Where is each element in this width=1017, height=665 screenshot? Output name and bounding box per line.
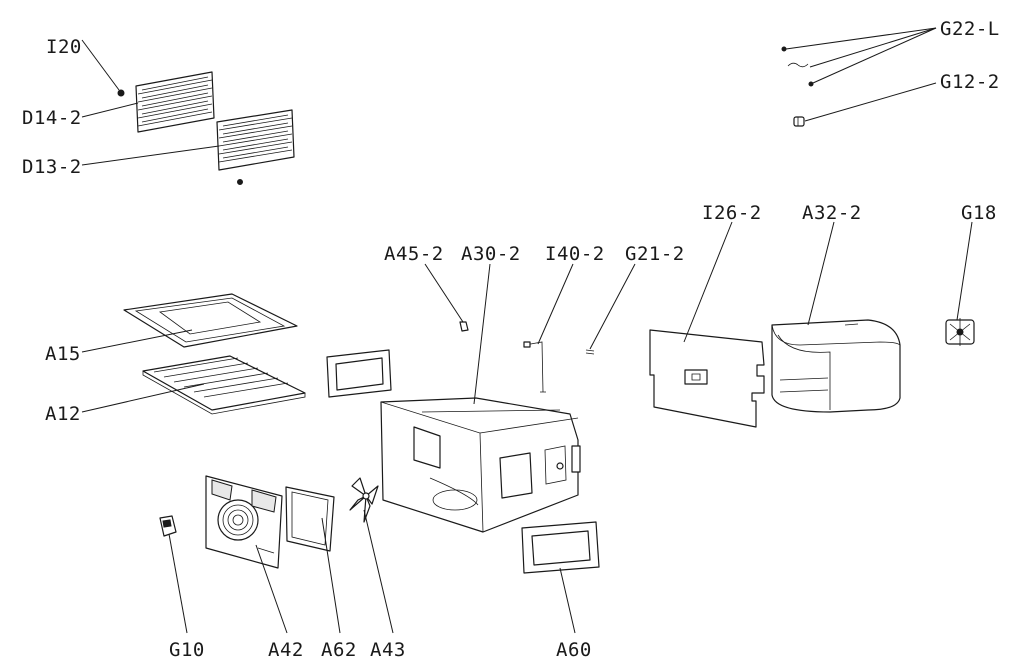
label-a12: A12: [45, 403, 81, 425]
part-g22-l-wires: [781, 46, 814, 87]
label-a45-2: A45-2: [384, 243, 444, 265]
label-g22-l: G22-L: [940, 18, 1000, 40]
part-window-frame-upper: [326, 349, 392, 398]
label-g10: G10: [169, 639, 205, 661]
part-i40-2-rod: [523, 341, 546, 393]
label-a42: A42: [268, 639, 304, 661]
label-g12-2: G12-2: [940, 71, 1000, 93]
part-a12-rack: [142, 355, 306, 415]
part-d13-2-shelf-runner: [216, 109, 295, 185]
label-g18: G18: [961, 202, 997, 224]
part-i26-2-insulation: [649, 329, 765, 428]
label-g21-2: G21-2: [625, 243, 685, 265]
label-a30-2: A30-2: [461, 243, 521, 265]
part-g18-motor: [945, 318, 975, 346]
part-a30-2-cavity: [380, 397, 581, 533]
label-d14-2: D14-2: [22, 107, 82, 129]
label-d13-2: D13-2: [22, 156, 82, 178]
part-g21-2-clip: [585, 349, 595, 355]
part-a15-tray: [123, 293, 298, 348]
label-a60: A60: [556, 639, 592, 661]
label-a15: A15: [45, 343, 81, 365]
part-g10-block: [159, 515, 177, 537]
part-a43-fan: [349, 477, 379, 523]
label-a62: A62: [321, 639, 357, 661]
part-i20-screw: [117, 89, 125, 97]
part-d14-2-shelf-runner: [135, 71, 215, 133]
part-g12-2-connector: [793, 116, 805, 127]
part-a62-fan-frame: [285, 486, 335, 552]
label-i20: I20: [46, 36, 82, 58]
leader-lines: [81, 27, 973, 634]
label-a32-2: A32-2: [802, 202, 862, 224]
callout-labels: I20 D14-2 D13-2 G22-L G12-2 I26-2 A32-2 …: [22, 18, 1000, 661]
label-a43: A43: [370, 639, 406, 661]
label-i40-2: I40-2: [545, 243, 605, 265]
label-i26-2: I26-2: [702, 202, 762, 224]
part-a45-2-clip: [459, 321, 469, 332]
part-a60-window-frame: [521, 521, 600, 574]
part-a42-rear-panel: [205, 475, 283, 569]
part-a32-2-housing: [771, 319, 901, 413]
